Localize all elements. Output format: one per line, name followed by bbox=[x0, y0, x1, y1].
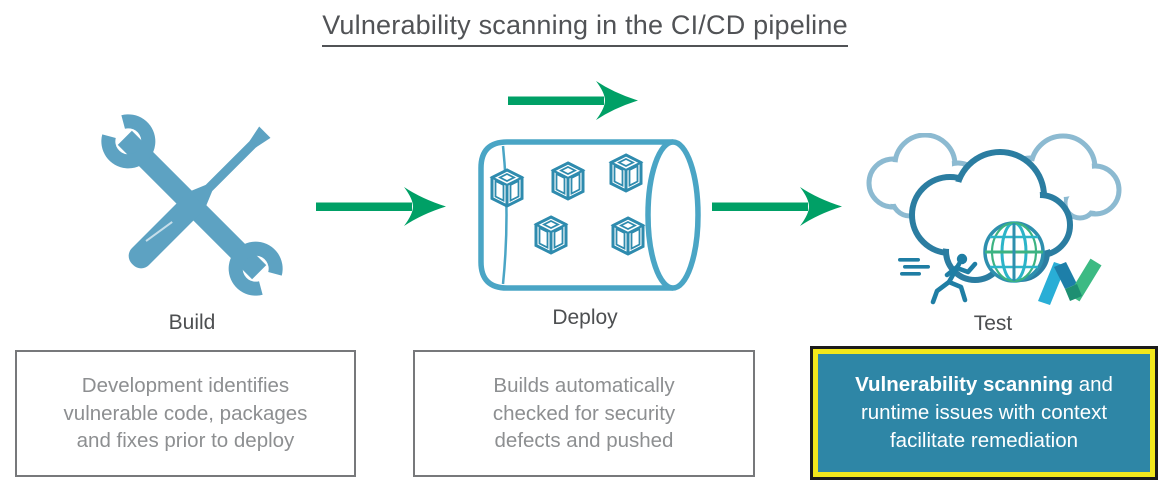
bold-phrase: Vulnerability scanning bbox=[855, 373, 1074, 397]
clouds-globe-runner-logo-icon bbox=[866, 133, 1122, 305]
test-description-box-highlighted: Vulnerability scanning and runtime issue… bbox=[810, 346, 1158, 480]
screwdriver-icon bbox=[128, 126, 271, 269]
stage-label-deploy: Deploy bbox=[552, 306, 618, 329]
stage-label-build: Build bbox=[168, 311, 216, 334]
running-person-icon bbox=[898, 253, 978, 305]
flow-arrow-icon bbox=[508, 81, 638, 120]
cylinder-body bbox=[478, 139, 673, 291]
build-description-text: Development identifies vulnerable code, … bbox=[63, 373, 308, 453]
globe-icon bbox=[983, 221, 1045, 283]
security-logo-icon bbox=[1038, 258, 1102, 305]
test-description-inner: Vulnerability scanning and runtime issue… bbox=[813, 349, 1155, 477]
title-wrap: Vulnerability scanning in the CI/CD pipe… bbox=[0, 10, 1170, 47]
cylinder-open-end bbox=[645, 139, 701, 291]
flow-arrow-icon bbox=[316, 187, 446, 226]
wrench-screwdriver-icon bbox=[101, 114, 283, 296]
stage-label-test: Test bbox=[973, 312, 1013, 335]
deploy-description-text: Builds automatically checked for securit… bbox=[492, 373, 676, 453]
pipeline-cylinder-icon bbox=[478, 139, 701, 291]
cylinder-seam bbox=[501, 145, 508, 285]
flow-arrow-icon bbox=[712, 187, 842, 226]
deploy-description-box: Builds automatically checked for securit… bbox=[413, 350, 755, 477]
build-description-box: Development identifies vulnerable code, … bbox=[15, 350, 356, 477]
test-description-text: Vulnerability scanning and runtime issue… bbox=[855, 373, 1113, 452]
diagram-title: Vulnerability scanning in the CI/CD pipe… bbox=[322, 10, 848, 47]
